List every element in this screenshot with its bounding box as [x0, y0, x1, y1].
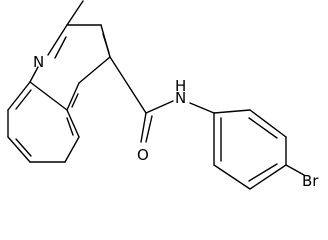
bond [47, 24, 68, 56]
bond [249, 109, 287, 138]
bond [109, 56, 147, 114]
bond [66, 0, 84, 26]
bond [66, 109, 80, 138]
bond [66, 82, 80, 111]
bond [54, 36, 67, 59]
structure-canvas: N N H O Br [7, 0, 320, 190]
bond [66, 117, 74, 136]
bond [102, 33, 110, 54]
bond [64, 136, 80, 163]
bond [189, 102, 215, 114]
bond [15, 89, 32, 110]
bond [248, 163, 278, 182]
bond [145, 115, 153, 143]
bond [15, 138, 32, 157]
atom-labels: N N H O Br [33, 53, 319, 190]
bond [249, 164, 287, 190]
bond [140, 112, 147, 143]
bond [145, 100, 174, 114]
bond [29, 81, 68, 111]
atom-label-oxygen: O [137, 146, 149, 164]
bond [213, 109, 251, 114]
molecule-diagram: N N H O Br [7, 0, 319, 190]
bond [248, 117, 278, 139]
atom-label-amide-n: N [175, 89, 186, 107]
atom-label-bromine: Br [302, 172, 319, 190]
bond [7, 81, 31, 111]
bond [78, 56, 111, 84]
atom-label-nitrogen-ring: N [33, 53, 44, 71]
bond [7, 136, 31, 163]
bond [29, 66, 39, 83]
bond [71, 93, 79, 108]
bond [213, 164, 251, 190]
atom-label-amide-h: H [175, 77, 186, 95]
bond [285, 164, 305, 176]
bonds [7, 0, 305, 190]
